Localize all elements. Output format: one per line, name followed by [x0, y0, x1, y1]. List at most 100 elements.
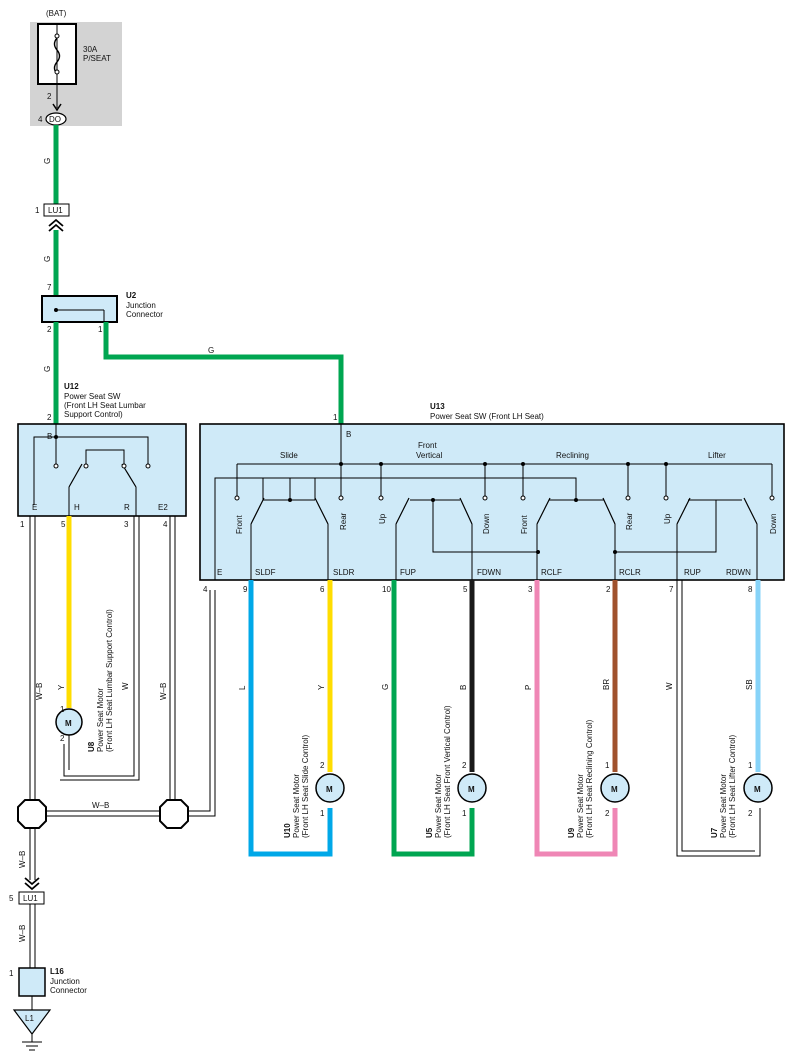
- u13-pin-9: 9: [243, 585, 248, 594]
- fuse-terminal-bottom: [54, 69, 60, 75]
- u12-pin-3: 3: [124, 520, 129, 529]
- u10-pin-2: 2: [320, 761, 325, 770]
- wire-label-w-1: W: [121, 682, 130, 690]
- lu1-top-label: LU1: [48, 206, 63, 215]
- u12-pin-4: 4: [163, 520, 168, 529]
- u9-id: U9: [567, 827, 576, 838]
- u13-switch-rup: [676, 497, 691, 525]
- wire-label-wb-1: W–B: [35, 683, 44, 700]
- u12-pin-1: 1: [20, 520, 25, 529]
- l1-label: L1: [25, 1014, 34, 1023]
- u13-bus-dot-6: [664, 462, 668, 466]
- u5-pin-1: 1: [462, 809, 467, 818]
- fuse-terminal-top: [54, 33, 60, 39]
- u13-bus-dot-1: [339, 462, 343, 466]
- do-connector-label: DO: [49, 115, 61, 124]
- wire-wb-u12-e: [29, 516, 36, 800]
- wire-label-wb-4: W–B: [18, 851, 27, 868]
- u13-id: U13: [430, 402, 445, 411]
- u12-name-2: (Front LH Seat Lumbar: [64, 401, 146, 410]
- u13-contact-front-2: [520, 495, 526, 501]
- u12-name-1: Power Seat SW: [64, 392, 121, 401]
- u13-term-sldf: SLDF: [255, 568, 276, 577]
- u13-name: Power Seat SW (Front LH Seat): [430, 412, 544, 421]
- u12-internal: [55, 437, 125, 466]
- u12-contact-4: [145, 463, 151, 469]
- wire-label-w-2: W: [665, 682, 674, 690]
- ground-symbol-icon: [22, 1034, 42, 1051]
- u13-term-fdwn: FDWN: [477, 568, 501, 577]
- u12-term-e2: E2: [158, 503, 168, 512]
- u2-id: U2: [126, 291, 137, 300]
- u13-term-rclr: RCLR: [619, 568, 641, 577]
- u13-switch-rclr: [602, 497, 616, 525]
- u13-term-fup: FUP: [400, 568, 416, 577]
- u9-name-2: (Front LH Seat Reclining Control): [585, 719, 594, 838]
- u13-bus-dot-3: [483, 462, 487, 466]
- u9-motor-m: M: [611, 785, 618, 794]
- wire-label-b: B: [459, 685, 468, 690]
- u8-name-2: (Front LH Seat Lumbar Support Control): [105, 609, 114, 752]
- u2-pin-7: 7: [47, 283, 52, 292]
- u7-motor-m: M: [754, 785, 761, 794]
- u13-contact-front-1: [234, 495, 240, 501]
- u13-switch-fdwn: [459, 497, 473, 525]
- u13-switch-leads: [250, 524, 758, 580]
- wire-label-wb-3: W–B: [92, 801, 109, 810]
- l16-junction-connector: [18, 967, 46, 997]
- wire-label-wb-2: W–B: [159, 683, 168, 700]
- u12-name-3: Support Control): [64, 410, 123, 419]
- u8-id: U8: [87, 741, 96, 752]
- u13-pin-10: 10: [382, 585, 391, 594]
- u13-switch-sldr: [314, 497, 329, 525]
- u13-pin-8: 8: [748, 585, 753, 594]
- wire-w-rup: [676, 580, 761, 857]
- u13-contact-rear-1: [338, 495, 344, 501]
- u13-sw-down-1: Down: [482, 514, 491, 534]
- u13-sw-rear-1: Rear: [339, 512, 348, 530]
- u12-pin-5: 5: [61, 520, 66, 529]
- wire-pink-rclf: [534, 580, 618, 857]
- u7-name-2: (Front LH Seat Lifter Control): [728, 735, 737, 838]
- u8-motor-m: M: [65, 719, 72, 728]
- fuse-name: P/SEAT: [83, 54, 111, 63]
- u13-switch-rclf: [536, 497, 551, 525]
- u13-switch-sldf: [250, 497, 265, 525]
- u7-name-1: Power Seat Motor: [719, 774, 728, 838]
- u8-name-1: Power Seat Motor: [96, 688, 105, 752]
- u13-contact-down-2: [769, 495, 775, 501]
- u13-group-front-vertical-2: Vertical: [416, 451, 442, 460]
- u10-name-2: (Front LH Seat Slide Control): [301, 735, 310, 838]
- lu1-bottom-chevron-icon: [24, 877, 40, 891]
- u13-term-sldr: SLDR: [333, 568, 355, 577]
- lu1-bottom-label: LU1: [23, 894, 38, 903]
- u13-term-rup: RUP: [684, 568, 701, 577]
- u5-id: U5: [425, 827, 434, 838]
- wire-wb-to-l16: [29, 904, 36, 968]
- u9-pin-1: 1: [605, 761, 610, 770]
- u13-pin-6: 6: [320, 585, 325, 594]
- u13-contact-up-2: [663, 495, 669, 501]
- u13-bus-dot-5: [626, 462, 630, 466]
- u12-term-r: R: [124, 503, 130, 512]
- u13-pin-2: 2: [606, 585, 611, 594]
- wire-green-to-u13: [103, 322, 344, 424]
- u10-pin-1: 1: [320, 809, 325, 818]
- u10-motor-m: M: [326, 785, 333, 794]
- wire-label-br: BR: [602, 679, 611, 690]
- u10-id: U10: [283, 823, 292, 838]
- u13-sw-front-1: Front: [235, 515, 244, 534]
- u9-name-1: Power Seat Motor: [576, 774, 585, 838]
- splice-right-icon: [159, 799, 189, 829]
- wire-label-y-2: Y: [317, 684, 326, 690]
- u13-switch-rdwn: [743, 497, 758, 525]
- u7-motor-icon: [743, 773, 773, 803]
- u2-name-1: Junction: [126, 301, 156, 310]
- fuse-pin-2: 2: [47, 92, 52, 101]
- u13-group-lifter: Lifter: [708, 451, 726, 460]
- wire-green-fup: [391, 580, 475, 857]
- do-pin-4: 4: [38, 115, 43, 124]
- u13-group-slide: Slide: [280, 451, 298, 460]
- u13-sw-up-2: Up: [663, 513, 672, 524]
- u13-contact-down-1: [482, 495, 488, 501]
